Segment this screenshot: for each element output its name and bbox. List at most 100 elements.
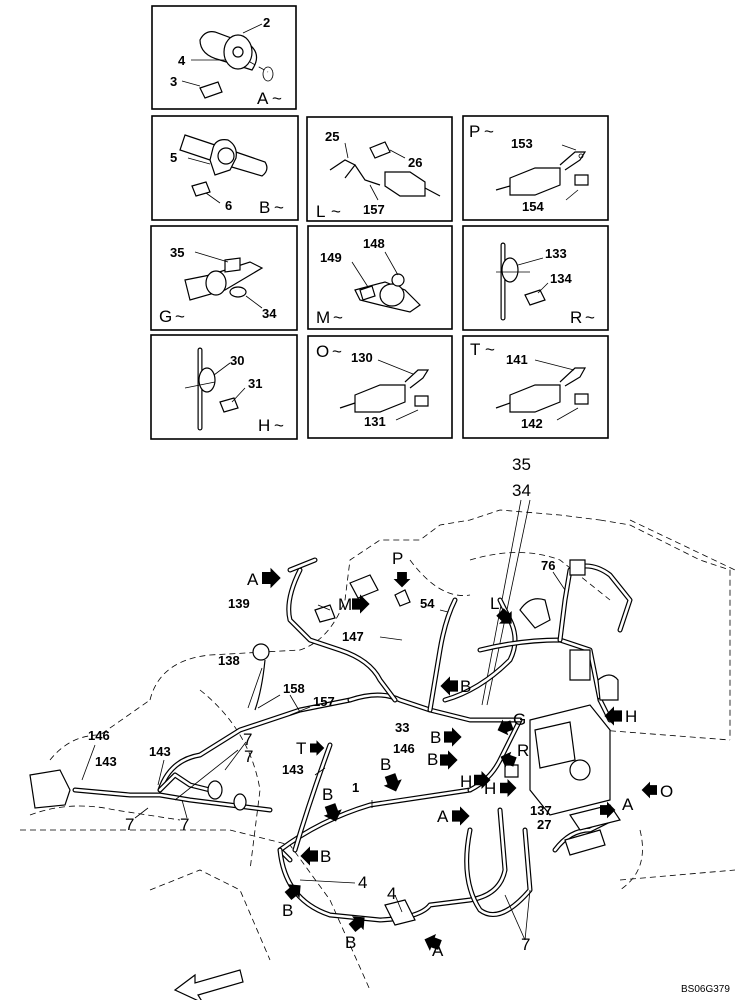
part-7-c: 7: [180, 815, 189, 834]
label-h-30: 30: [230, 353, 244, 368]
view-arrow-b-2: B: [430, 728, 441, 747]
tilde-a: ~: [272, 89, 282, 108]
part-4-a: 4: [358, 873, 367, 892]
part-1: 1: [352, 780, 359, 795]
arrow-icon: [440, 750, 458, 770]
tilde-o: ~: [332, 342, 342, 361]
arrow-icon: [641, 781, 657, 799]
label-t-141: 141: [506, 352, 528, 367]
detail-box-o: 130 131 O ~: [307, 335, 453, 439]
arrow-icon: [393, 572, 411, 588]
detail-box-t: 141 142 T ~: [462, 335, 609, 439]
tilde-g: ~: [175, 307, 185, 326]
label-r-133: 133: [545, 246, 567, 261]
view-arrow-g: G: [513, 710, 526, 729]
view-title-a: A: [257, 89, 269, 108]
drawing-code: BS06G379: [681, 984, 730, 995]
main-assembly: [20, 499, 736, 1000]
view-arrow-o: O: [660, 782, 673, 801]
top-label-35: 35: [512, 455, 531, 474]
view-arrow-a-3: A: [437, 807, 449, 826]
label-o-130: 130: [351, 350, 373, 365]
part-4-b: 4: [387, 884, 396, 903]
part-139: 139: [228, 596, 250, 611]
part-27: 27: [537, 817, 551, 832]
label-r-134: 134: [550, 271, 572, 286]
label-p-153: 153: [511, 136, 533, 151]
part-146-right: 146: [393, 741, 415, 756]
label-g-35: 35: [170, 245, 184, 260]
detail-box-m: 149 148 M ~: [307, 225, 453, 330]
view-arrow-a-2: A: [622, 795, 634, 814]
label-a-3: 3: [170, 74, 177, 89]
part-157: 157: [313, 694, 335, 709]
detail-box-r: 133 134 R ~: [462, 225, 609, 331]
part-54: 54: [420, 596, 435, 611]
part-7-e: 7: [521, 935, 530, 954]
view-title-r: R: [570, 308, 582, 327]
label-l-25: 25: [325, 129, 339, 144]
part-143-mid: 143: [149, 744, 171, 759]
view-title-l: L: [316, 202, 325, 221]
label-b-6: 6: [225, 198, 232, 213]
part-76: 76: [541, 558, 555, 573]
label-p-154: 154: [522, 199, 544, 214]
view-title-g: G: [159, 307, 172, 326]
view-arrow-b-3: B: [427, 750, 438, 769]
tilde-t: ~: [485, 340, 495, 359]
part-143-left: 143: [95, 754, 117, 769]
part-7-a: 7: [244, 747, 253, 766]
label-o-131: 131: [364, 414, 386, 429]
part-147: 147: [342, 629, 364, 644]
view-arrow-a-1: A: [247, 570, 259, 589]
part-143-right: 143: [282, 762, 304, 777]
view-arrow-p: P: [392, 549, 403, 568]
detail-box-l: 25 26 157 L ~: [306, 116, 453, 222]
view-arrow-h-1: H: [625, 707, 637, 726]
arrow-icon: [310, 740, 325, 756]
tilde-m: ~: [333, 308, 343, 327]
view-arrow-b-4: B: [380, 755, 391, 774]
label-h-31: 31: [248, 376, 262, 391]
tilde-h: ~: [274, 416, 284, 435]
label-t-142: 142: [521, 416, 543, 431]
view-arrow-b-8: B: [345, 933, 356, 952]
arrow-icon: [262, 567, 281, 589]
view-arrow-b-5: B: [322, 785, 333, 804]
view-arrow-m: M: [338, 595, 352, 614]
arrow-icon: [440, 676, 458, 696]
arrow-icon: [444, 727, 462, 747]
view-title-t: T: [470, 340, 480, 359]
view-title-h: H: [258, 416, 270, 435]
detail-box-a: 2 4 3 A ~: [151, 5, 297, 110]
view-arrow-b-6: B: [320, 847, 331, 866]
part-138: 138: [218, 653, 240, 668]
label-l-157: 157: [363, 202, 385, 217]
part-158: 158: [283, 681, 305, 696]
tilde-l: ~: [331, 202, 341, 221]
view-arrow-t: T: [296, 739, 306, 758]
view-title-b: B: [259, 198, 270, 217]
label-a-4: 4: [178, 53, 186, 68]
view-arrow-b-7: B: [282, 901, 293, 920]
label-g-34: 34: [262, 306, 277, 321]
view-title-o: O: [316, 342, 329, 361]
arrow-icon: [380, 771, 406, 795]
view-arrow-r: R: [517, 741, 529, 760]
main-labels: 35 34 76 54 139 147 138 158 157 146 143 …: [88, 455, 555, 954]
arrow-icon: [500, 779, 517, 797]
label-m-149: 149: [320, 250, 342, 265]
view-arrow-h-3: H: [484, 779, 496, 798]
tilde-r: ~: [585, 308, 595, 327]
part-7-b: 7: [125, 815, 134, 834]
label-l-26: 26: [408, 155, 422, 170]
view-arrows: A P M L H B G B R B H H T B B O A: [247, 549, 673, 960]
detail-box-g: 35 34 G ~: [150, 225, 298, 331]
view-title-p: P: [469, 122, 480, 141]
part-7-d: 7: [243, 730, 252, 749]
arrow-icon: [346, 910, 371, 935]
tilde-b: ~: [274, 198, 284, 217]
top-label-34: 34: [512, 481, 531, 500]
label-a-2: 2: [263, 15, 270, 30]
